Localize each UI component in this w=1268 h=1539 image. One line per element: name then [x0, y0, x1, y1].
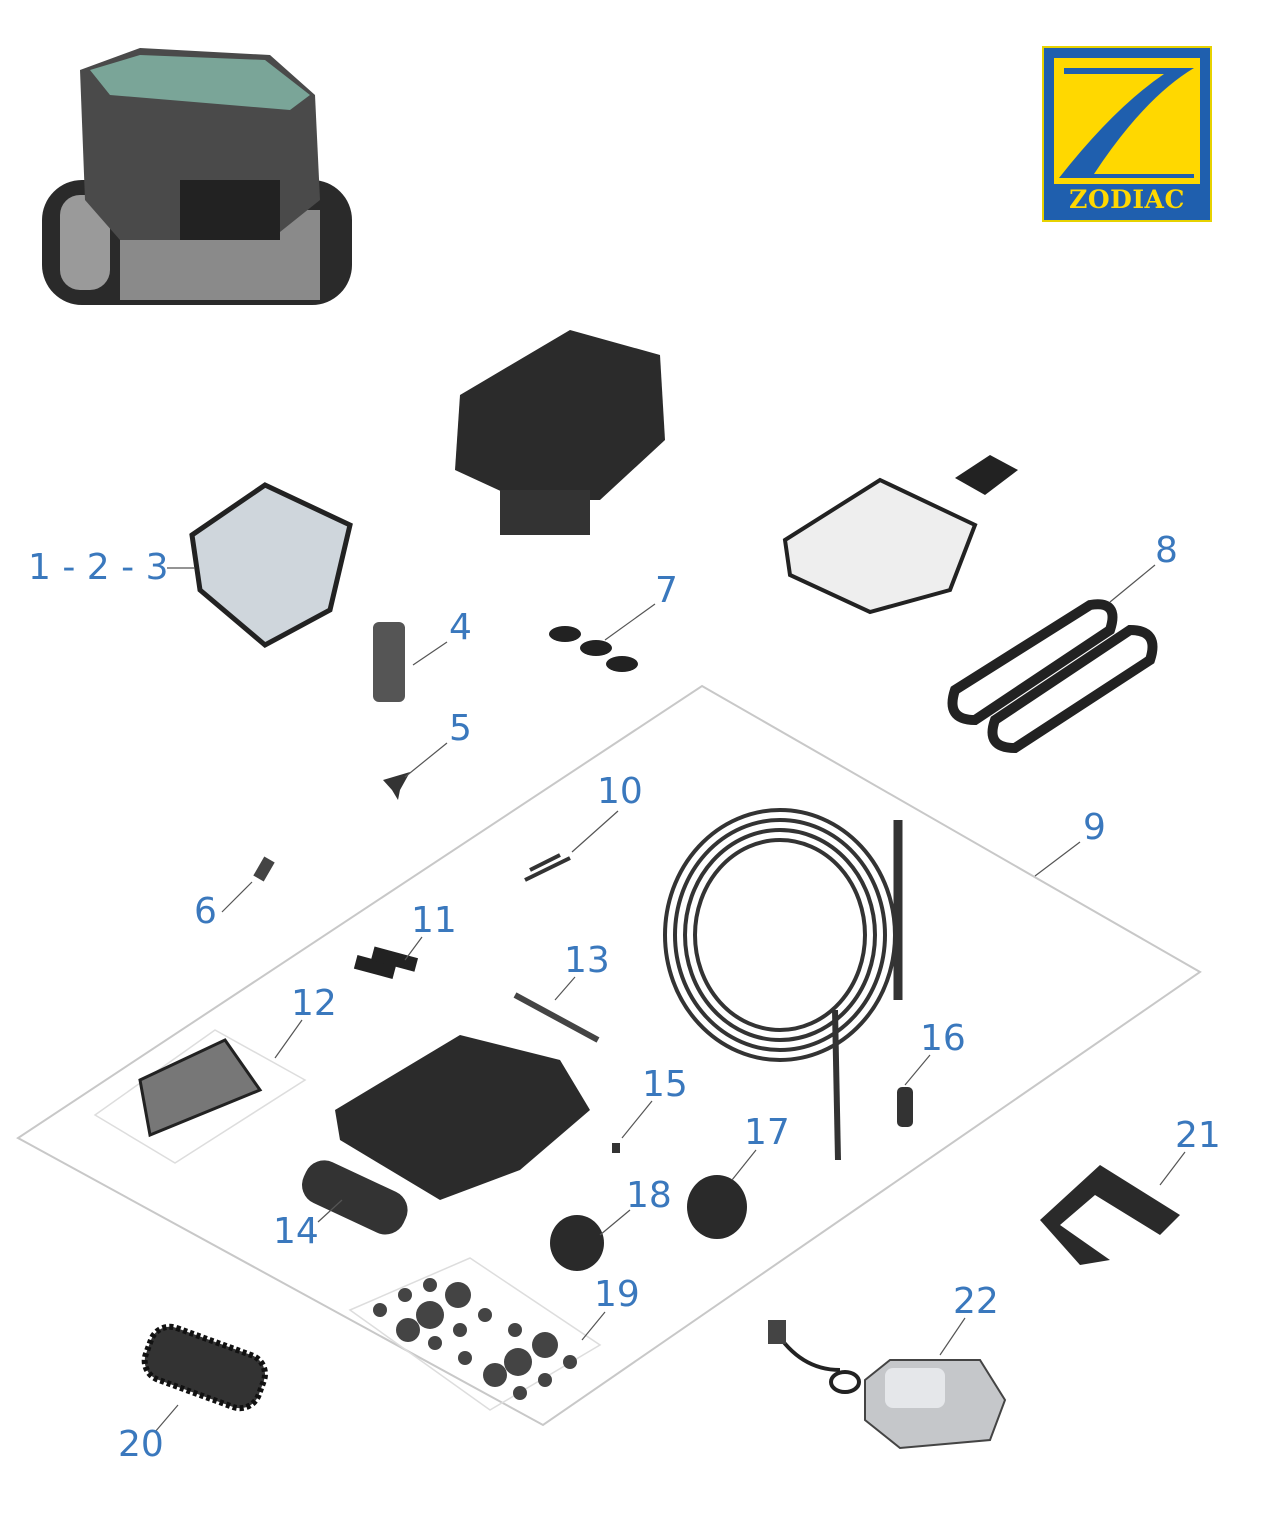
callout-4: 4 [449, 607, 472, 648]
chassis-part [335, 1035, 590, 1200]
callout-13: 13 [564, 940, 610, 981]
callout-18: 18 [626, 1175, 672, 1216]
zodiac-wordmark: ZODIAC [1069, 185, 1185, 214]
callout-15: 15 [642, 1064, 688, 1105]
callout-19: 19 [594, 1274, 640, 1315]
body-shell-part [455, 330, 665, 500]
callout-21: 21 [1175, 1115, 1221, 1156]
top-cover-part [782, 477, 978, 615]
zodiac-logo: ZODIAC [1042, 46, 1212, 222]
part-8-tracks [947, 599, 1158, 754]
part-7-caps [549, 626, 638, 672]
part-4 [373, 622, 405, 702]
kit-outline [16, 684, 1202, 1427]
part-5-impeller [383, 772, 410, 800]
leader-lines [154, 564, 1186, 1433]
callout-7: 7 [655, 570, 678, 611]
part-18-wheel [550, 1215, 604, 1271]
part-11-pads [353, 946, 419, 979]
top-cover-clip [955, 455, 1018, 495]
callout-11: 11 [411, 900, 457, 941]
part-6 [253, 856, 275, 882]
part-16 [897, 1087, 913, 1127]
callout-14: 14 [273, 1211, 319, 1252]
part-12-outline [93, 1029, 307, 1164]
callout-1-2-3: 1 - 2 - 3 [28, 547, 169, 588]
callout-9: 9 [1083, 807, 1106, 848]
part-9-cable [663, 808, 903, 1161]
callout-10: 10 [597, 771, 643, 812]
body-shell-foot [500, 490, 590, 535]
part-19-gears [373, 1278, 577, 1400]
part-17-wheel [687, 1175, 747, 1239]
zodiac-z-mark [1059, 68, 1194, 178]
part-20-brush [141, 1323, 268, 1412]
part-15 [612, 1143, 620, 1153]
part-22-power-supply [768, 1320, 1007, 1450]
part-21-handle [1040, 1165, 1180, 1265]
filter-basket-part [189, 482, 353, 649]
part-10-screws [524, 853, 571, 882]
callout-17: 17 [744, 1112, 790, 1153]
callout-12: 12 [291, 983, 337, 1024]
part-13-bar [513, 992, 600, 1043]
part-12-brush-holder [138, 1038, 263, 1138]
robot-cleaner-image [42, 48, 352, 305]
callout-6: 6 [194, 891, 217, 932]
callout-16: 16 [920, 1018, 966, 1059]
part-19-outline [348, 1257, 602, 1411]
callout-20: 20 [118, 1424, 164, 1465]
callout-22: 22 [953, 1281, 999, 1322]
part-14-roller [302, 1160, 408, 1235]
callout-5: 5 [449, 708, 472, 749]
callout-8: 8 [1155, 530, 1178, 571]
